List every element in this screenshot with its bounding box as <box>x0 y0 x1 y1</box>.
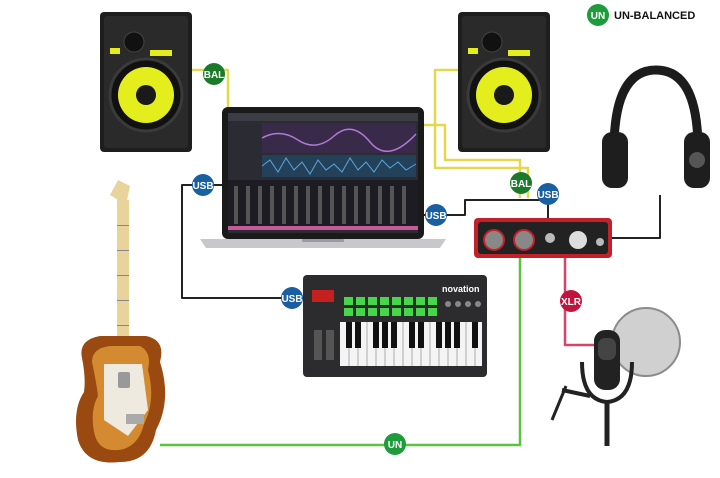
badge-xlr-label: XLR <box>561 297 582 308</box>
watermark-text: Avito <box>646 436 700 461</box>
keyboard-brand-label: novation <box>442 284 480 294</box>
guitar-cable <box>160 258 522 447</box>
badge-bal-left: BAL <box>203 63 225 85</box>
badge-xlr: XLR <box>560 290 582 312</box>
badge-usb-keyboard: USB <box>281 287 303 309</box>
bal-cable-left <box>190 68 522 198</box>
badge-usb-keyboard-label: USB <box>281 294 302 305</box>
avito-watermark: Avito <box>617 436 700 462</box>
badge-usb-interface: USB <box>537 183 559 205</box>
laptop <box>200 107 446 248</box>
condenser-microphone <box>550 307 681 446</box>
badge-usb-interface-label: USB <box>537 190 558 201</box>
legend-badge-label: UN <box>591 11 605 22</box>
usb-cable-laptop-interface <box>420 199 549 218</box>
headphone-cable <box>612 195 661 239</box>
badge-usb-laptop-right: USB <box>425 204 447 226</box>
badge-usb-laptop-left: USB <box>192 174 214 196</box>
speaker-right <box>458 12 550 152</box>
badge-usb-laptop-right-label: USB <box>425 211 446 222</box>
badge-un-guitar: UN <box>384 433 406 455</box>
badge-usb-laptop-left-label: USB <box>192 181 213 192</box>
badge-bal-right-label: BAL <box>511 179 532 190</box>
badge-bal-right: BAL <box>510 172 532 194</box>
headphones <box>602 65 710 188</box>
legend: UN UN-BALANCED <box>587 4 695 26</box>
badge-bal-left-label: BAL <box>204 70 225 81</box>
speaker-left <box>100 12 192 152</box>
electric-guitar <box>76 180 166 463</box>
legend-badge-circle <box>587 4 609 26</box>
badge-un-guitar-label: UN <box>388 440 402 451</box>
legend-label: UN-BALANCED <box>614 10 695 22</box>
midi-keyboard: novation <box>303 275 487 377</box>
audio-interface <box>474 218 612 258</box>
